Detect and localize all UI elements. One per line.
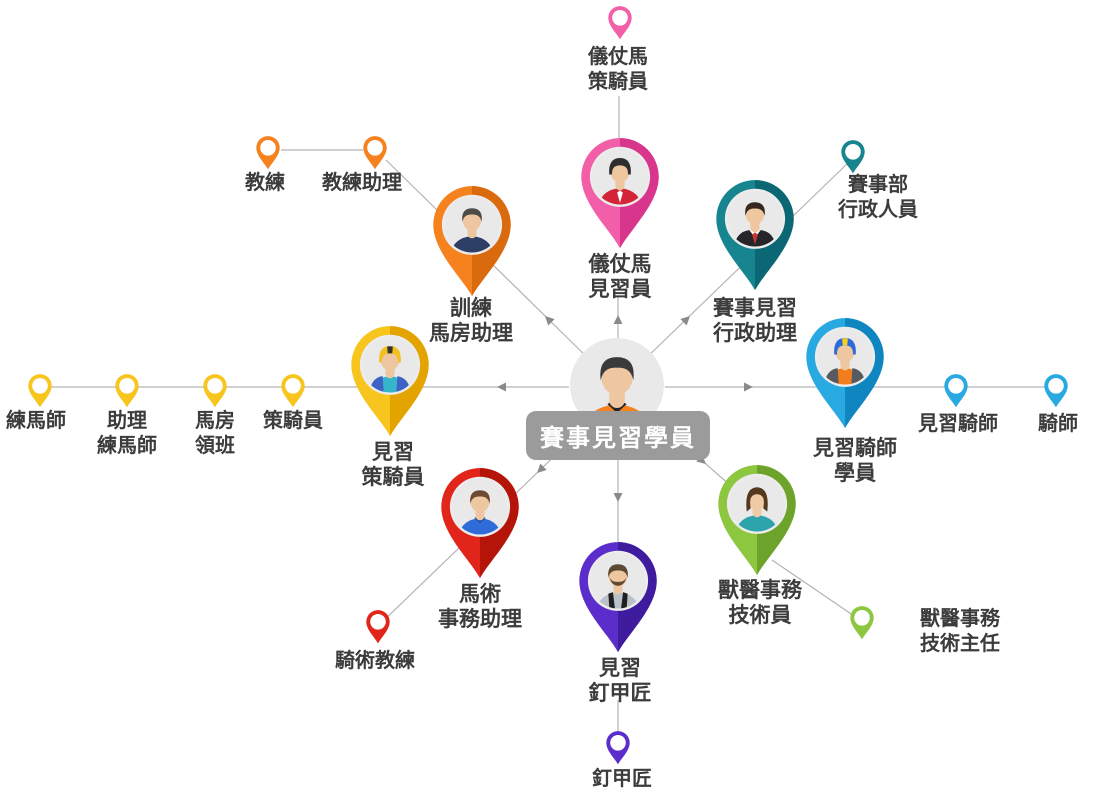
pin-stable-assistant <box>433 186 511 297</box>
label-racing-admin: 賽事見習行政助理 <box>713 296 797 345</box>
ceremonial-trainee-avatar <box>592 148 648 205</box>
label-coach: 教練 <box>245 170 285 194</box>
pin-trainee-jockey <box>944 374 968 408</box>
arrow-upleft-icon <box>545 316 555 326</box>
pin-vet-technician <box>718 465 796 576</box>
work-rider-avatar <box>362 336 418 393</box>
label-trainee-farrier: 見習釘甲匠 <box>588 656 652 705</box>
label-riding-instructor: 騎術教練 <box>335 648 415 672</box>
pin-riding-instructor <box>366 610 390 644</box>
label-work-rider-senior: 策騎員 <box>263 408 323 432</box>
label-farrier: 釘甲匠 <box>592 766 652 790</box>
vet-technician-avatar <box>729 475 785 532</box>
label-jockey: 騎師 <box>1038 411 1078 435</box>
pin-ceremonial-trainee <box>581 138 659 249</box>
trainee-farrier-avatar <box>590 552 646 609</box>
pin-ceremonial-rider <box>608 6 632 40</box>
pin-jockey <box>1044 374 1068 408</box>
label-assistant-coach: 教練助理 <box>322 170 402 194</box>
connector-vet-link <box>771 559 861 621</box>
label-ceremonial-rider: 儀仗馬策騎員 <box>588 44 648 93</box>
arrow-right-icon <box>744 382 753 392</box>
pin-stable-foreman <box>203 374 227 408</box>
pin-assistant-coach <box>363 136 387 170</box>
pin-farrier <box>606 731 630 765</box>
arrow-left-icon <box>497 382 506 392</box>
pin-trainer <box>28 374 52 408</box>
arrow-downleft-icon <box>537 463 547 473</box>
pin-work-rider-senior <box>281 374 305 408</box>
pin-vet-supervisor <box>850 606 874 640</box>
label-stable-foreman: 馬房領班 <box>195 408 235 457</box>
pin-equestrian-assistant <box>441 468 519 579</box>
arrow-upright-icon <box>680 316 690 326</box>
racing-admin-avatar <box>727 190 783 247</box>
pin-trainee-farrier <box>579 542 657 653</box>
label-trainee-jockey: 見習騎師 <box>918 411 998 435</box>
arrow-down-icon <box>613 493 623 502</box>
label-assistant-trainer: 助理練馬師 <box>97 408 157 457</box>
label-trainer: 練馬師 <box>6 408 66 432</box>
pin-assistant-trainer <box>115 374 139 408</box>
label-vet-supervisor: 獸醫事務技術主任 <box>920 606 1000 655</box>
pin-racing-dept-admin <box>841 140 865 174</box>
label-ceremonial-trainee: 儀仗馬見習員 <box>588 252 652 301</box>
pin-work-rider <box>351 326 429 437</box>
pin-racing-admin <box>716 180 794 291</box>
stable-assistant-avatar <box>444 196 500 253</box>
center-label: 賽事見習學員 <box>526 411 710 460</box>
apprentice-jockey-avatar <box>817 328 873 385</box>
label-stable-assistant: 訓練馬房助理 <box>429 296 513 345</box>
label-apprentice-jockey: 見習騎師學員 <box>813 436 897 485</box>
label-vet-technician: 獸醫事務技術員 <box>718 578 802 627</box>
label-work-rider: 見習策騎員 <box>361 440 425 489</box>
label-racing-dept-admin: 賽事部行政人員 <box>838 172 918 221</box>
pin-apprentice-jockey <box>806 318 884 429</box>
label-equestrian-assistant: 馬術事務助理 <box>438 582 522 631</box>
arrow-up-icon <box>613 315 623 324</box>
pin-coach <box>256 136 280 170</box>
equestrian-assistant-avatar <box>452 478 508 535</box>
